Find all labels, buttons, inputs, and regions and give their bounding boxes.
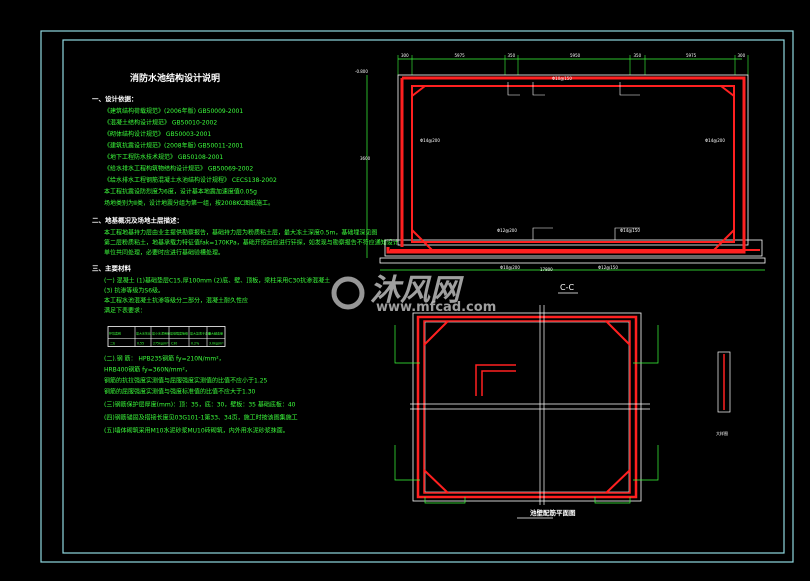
section-label-cc: C-C (560, 283, 574, 292)
dimension-label: 300 (738, 53, 746, 58)
outer-frame (40, 30, 794, 563)
table-cell: 0.55 (137, 342, 144, 346)
section-heading: 一、设计依据： (92, 94, 138, 103)
svg-text:www.mfcad.com: www.mfcad.com (376, 300, 496, 315)
detail-drawing: 大样图 (716, 351, 731, 436)
table-header: 环境类别 (109, 331, 121, 336)
rebar-label: Φ10@150 (552, 76, 572, 81)
dimension-label: 350 (508, 53, 516, 58)
note-line: 《建筑结构荷载规范》(2006年版) GB50009-2001 (104, 107, 243, 115)
note-line: 《混凝土结构设计规范》 GB50010-2002 (104, 119, 217, 127)
section-heading: 三、主要材料 (92, 264, 132, 273)
design-notes: 一、设计依据： 《建筑结构荷载规范》(2006年版) GB50009-2001 《混… (92, 94, 399, 315)
detail-label: 大样图 (716, 430, 728, 436)
height-dimension: 3600 (360, 156, 371, 161)
note-line: (一) 混凝土 (1)基础垫层C15,厚100mm (2)底、壁、顶板，梁柱采用… (104, 277, 330, 285)
table-header: 最低强度等级 (170, 331, 188, 336)
material-line: 钢筋的屈服强度实测值与强度标准值的比值不应大于1.30 (104, 388, 256, 396)
inner-frame (62, 39, 785, 554)
note-line: (3) 抗渗等级为S6级。 (104, 287, 164, 295)
bottom-dimension: 17800 (540, 267, 553, 272)
table-header: 最大氯离子含量 (190, 331, 211, 336)
watermark-logo: 沐风网 www.mfcad.com (331, 273, 496, 315)
rebar-label: Φ10@200 (500, 265, 520, 270)
rebar-label: Φ14@200 (420, 138, 440, 143)
note-line: 本工程地基持力层由业主提供勘察报告，基础持力层为粉质粘土层，最大冻土深度0.5m… (104, 229, 377, 237)
section-cc-drawing: 300 5975 350 5950 350 5975 300 -0.800 3600 178… (355, 53, 766, 294)
material-line: (三)钢筋保护层厚度(mm)：顶：35，底：30，壁板：35 基础底板：40 (104, 401, 296, 409)
material-line: 钢筋的抗拉强度实测值与屈服强度实测值的比值不应小于1.25 (104, 377, 268, 385)
note-line: 本工程水池混凝土抗渗等级分二部分，混凝土耐久性应 (104, 297, 248, 305)
table-cell: C30 (171, 342, 177, 346)
dimension-label: 350 (634, 53, 642, 58)
dimension-label: 5975 (686, 53, 697, 58)
material-line: HRB400钢筋 fy=360N/mm²， (104, 366, 191, 374)
table-header: 最小水泥用量 (152, 331, 170, 336)
rebar-label: Φ14@150 (620, 228, 640, 233)
note-line: 本工程抗震设防烈度为6度，设计基本地震加速度值0.05g (104, 188, 257, 196)
dimension-label: 300 (401, 53, 409, 58)
svg-text:沐风网: 沐风网 (370, 273, 464, 308)
notes-title: 消防水池结构设计说明 (130, 72, 220, 84)
table-header: 最大碱含量 (208, 331, 223, 336)
dimension-label: 5950 (570, 53, 581, 58)
note-line: 《砌体结构设计规范》 GB50003-2001 (104, 130, 211, 138)
material-notes: (二).钢 筋： HPB235钢筋 fy=210N/mm²， HRB400钢筋 … (104, 355, 298, 435)
material-line: (五)墙体砌筑采用M10水泥砂浆MU10砖砌筑，内外用水泥砂浆抹面。 (104, 427, 289, 435)
table-cell: 0.2% (191, 342, 199, 346)
dimension-label: 5975 (455, 53, 466, 58)
top-dimensions: 300 5975 350 5950 350 5975 300 (397, 53, 749, 75)
rebar-label: Φ12@200 (497, 228, 517, 233)
note-line: 《建筑抗震设计规范》(2008年版) GB50011-2001 (104, 142, 243, 150)
table-cell: 3.0kg/m³ (209, 342, 224, 346)
plan-label: 池壁配筋平面图 (530, 508, 576, 517)
note-line: 《给水排水工程钢筋混凝土水池结构设计规程》 CECS138-2002 (104, 176, 277, 184)
note-line: 满足下表要求： (104, 307, 146, 315)
table-cell: 275kg/m³ (153, 342, 169, 346)
material-line: (二).钢 筋： HPB235钢筋 fy=210N/mm²， (104, 355, 225, 363)
rebar-label: Φ12@150 (598, 265, 618, 270)
section-heading: 二、地基概况及场地土层描述： (92, 216, 183, 225)
note-line: 场地类别为Ⅱ类，设计地震分组为第一组，按2008KC图纸施工。 (104, 199, 274, 207)
note-line: 《给水排水工程构筑物结构设计规范》 GB50069-2002 (104, 165, 253, 173)
elevation-label: -0.800 (355, 69, 368, 74)
table-header: 最大水灰比 (136, 331, 151, 336)
wall-reinforcement-plan: 池壁配筋平面图 (394, 305, 659, 519)
note-line: 第二层粉质粘土，地基承载力特征值fak=170KPa，基础开挖后应进行钎探，如发… (104, 239, 399, 247)
note-line: 单位共同处理，必要时应进行基础验槽处理。 (104, 249, 224, 257)
rebar-label: Φ14@200 (705, 138, 725, 143)
table-cell: 二b (110, 342, 115, 346)
note-line: 《地下工程防水技术规范》 GB50108-2001 (104, 153, 223, 161)
material-line: (四)钢筋锚固及搭接长度见03G101-1第33、34页，施工时按该图集施工 (104, 414, 298, 422)
